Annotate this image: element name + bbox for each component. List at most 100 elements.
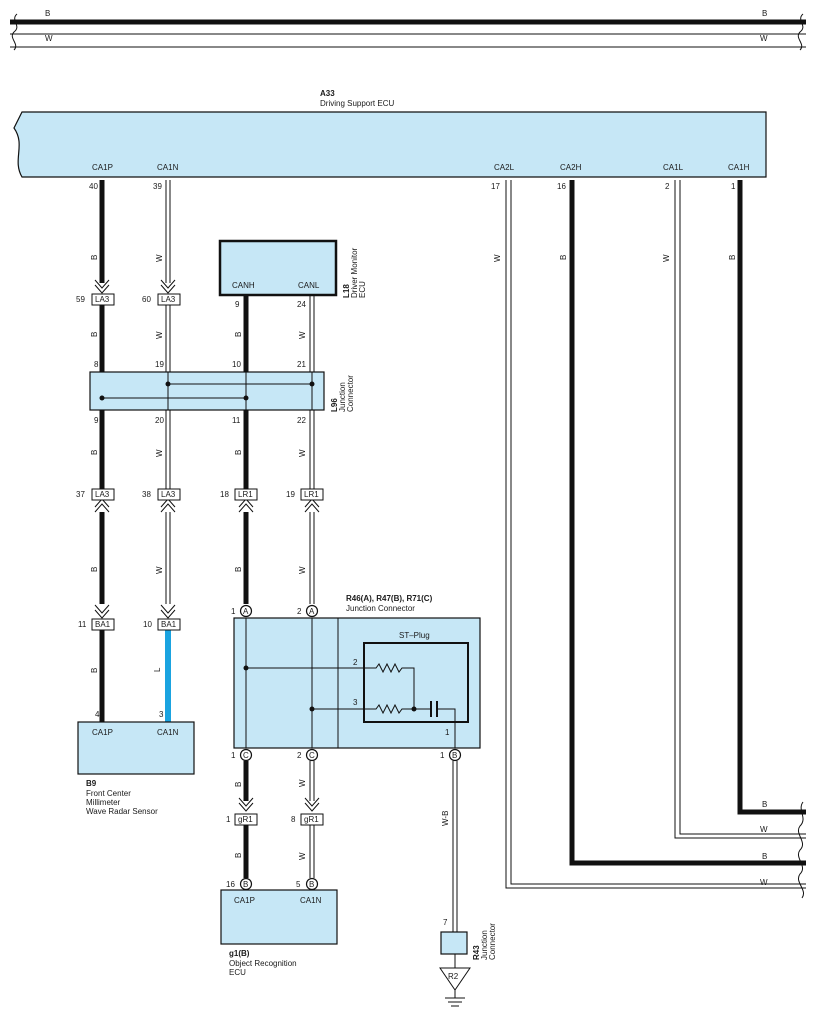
bus-b-label-right: B (762, 9, 767, 18)
ground-icon (445, 990, 465, 1007)
connector-la3-d-label: LA3 (161, 490, 176, 499)
junction-pin-c1: 1 (231, 751, 236, 760)
b9-name-line3: Wave Radar Sensor (86, 807, 158, 816)
wire-color-c19: W (298, 779, 307, 787)
a33-box (13, 111, 767, 178)
junction-inner-pin-3: 3 (353, 698, 358, 707)
a33-ecu: A33 Driving Support ECU CA1P CA1N CA2L C… (13, 89, 767, 191)
junction-splice-3 (411, 706, 417, 712)
right-bus-w2-label: W (760, 878, 768, 887)
connector-lr1-a-label: LR1 (238, 490, 253, 499)
l18-pin-24: 24 (297, 300, 306, 309)
junction-box (233, 617, 481, 749)
l18-code: L18 (342, 284, 351, 298)
g1-letter-1: B (243, 880, 248, 889)
connector-la3-c-pin: 37 (76, 490, 85, 499)
wire-color-c15: W (298, 449, 307, 457)
junction-pin-c-circle-1 (239, 748, 253, 762)
b9-pin-3: 3 (159, 710, 164, 719)
wire-canl-seg2 (309, 410, 315, 489)
b9-name-line1: Front Center (86, 789, 131, 798)
wire-to-g1: B W B W (234, 761, 320, 878)
connector-gr1-a-pin: 1 (226, 815, 231, 824)
a33-pin-2: 2 (665, 182, 670, 191)
connector-ba1-b (157, 618, 181, 631)
wire-color-c8: W (155, 566, 164, 574)
junction-letter-a-1: A (243, 607, 249, 616)
connector-la3-a-pin: 59 (76, 295, 85, 304)
wire-color-c5: B (90, 450, 99, 455)
connector-ba1-a (91, 618, 115, 631)
bus-break-left (11, 13, 18, 51)
b9-pin-4: 4 (95, 710, 100, 719)
r43-pin-7: 7 (443, 918, 448, 927)
g1-term-ca1p: CA1P (234, 896, 255, 905)
connector-lr1-b-label: LR1 (304, 490, 319, 499)
l96-pin-19: 19 (155, 360, 164, 369)
connector-la3-b-pin: 60 (142, 295, 151, 304)
wire-ca1n-seg3 (165, 410, 171, 489)
bus-w-label-right: W (760, 34, 768, 43)
l96-code: L96 (330, 398, 339, 412)
connector-la3-d (157, 488, 181, 501)
wire-color-ca1h: B (728, 255, 737, 260)
ground-triangle (439, 967, 471, 991)
bus-b-label-left: B (45, 9, 50, 18)
l18-term-canl: CANL (298, 281, 320, 290)
l96-splice-2 (243, 395, 249, 401)
junction-title: R46(A), R47(B), R71(C) (346, 594, 433, 603)
connector-arrow-lr1-18 (238, 498, 254, 513)
l96-splice-4 (309, 381, 315, 387)
resistor-2 (364, 703, 430, 715)
connector-la3-d-pin: 38 (142, 490, 151, 499)
junction-inner-pin-2: 2 (353, 658, 358, 667)
wire-color-c7: B (90, 567, 99, 572)
b9-term-ca1n: CA1N (157, 728, 179, 737)
l96-name-line1: Junction (338, 382, 347, 412)
wire-ground: W-B 7 R43 Junction Connector R2 (439, 761, 497, 1007)
connector-arrow-la3-37 (94, 498, 110, 513)
b9-sensor: CA1P CA1N 4 3 B9 Front Center Millimeter… (77, 710, 195, 816)
connector-ba1-a-pin: 11 (78, 620, 87, 629)
a33-pin-16: 16 (557, 182, 566, 191)
right-bus-b1-label: B (762, 800, 767, 809)
wire-color-c18: B (234, 782, 243, 787)
right-bus-w1-label: W (760, 825, 768, 834)
g1-name-line2: ECU (229, 968, 246, 977)
connector-gr1-b (300, 813, 324, 826)
wire-ca1n-seg2 (165, 305, 171, 372)
junction-splice-2 (309, 706, 315, 712)
l96-pin-10: 10 (232, 360, 241, 369)
wire-color-c4: W (155, 331, 164, 339)
connector-gr1-b-label: gR1 (304, 815, 319, 824)
l18-term-canh: CANH (232, 281, 255, 290)
connector-arrow-la3-60 (160, 279, 176, 294)
l18-pin-9: 9 (235, 300, 240, 309)
connector-la3-b (157, 293, 181, 306)
wire-canl-seg3 (309, 512, 315, 604)
a33-term-ca1h: CA1H (728, 163, 750, 172)
g1-box (220, 889, 338, 945)
connector-arrow-ba1-11 (94, 604, 110, 619)
a33-pin-39: 39 (153, 182, 162, 191)
wire-color-c21: W (298, 852, 307, 860)
junction-pin-c-circle-2 (305, 748, 319, 762)
bus-w-label-left: W (45, 34, 53, 43)
a33-name: Driving Support ECU (320, 99, 394, 108)
wire-color-c2: W (155, 254, 164, 262)
a33-term-ca2l: CA2L (494, 163, 515, 172)
wire-color-c10: B (90, 668, 99, 673)
junction-pin-b1: 1 (440, 751, 445, 760)
l96-pin-9: 9 (94, 416, 99, 425)
g1-pin-5: 5 (296, 880, 301, 889)
right-bus-b2-label: B (762, 852, 767, 861)
r46-junction: R46(A), R47(B), R71(C) Junction Connecto… (231, 594, 481, 762)
wire-color-c9: L (153, 667, 162, 672)
l18-name-line2: ECU (358, 281, 367, 298)
wire-color-c20: B (234, 853, 243, 858)
wire-ca1p-column: B B B B B (90, 180, 110, 722)
a33-pin-1: 1 (731, 182, 736, 191)
st-plug-label: ST–Plug (399, 631, 430, 640)
l96-name-line2: Connector (346, 375, 355, 412)
